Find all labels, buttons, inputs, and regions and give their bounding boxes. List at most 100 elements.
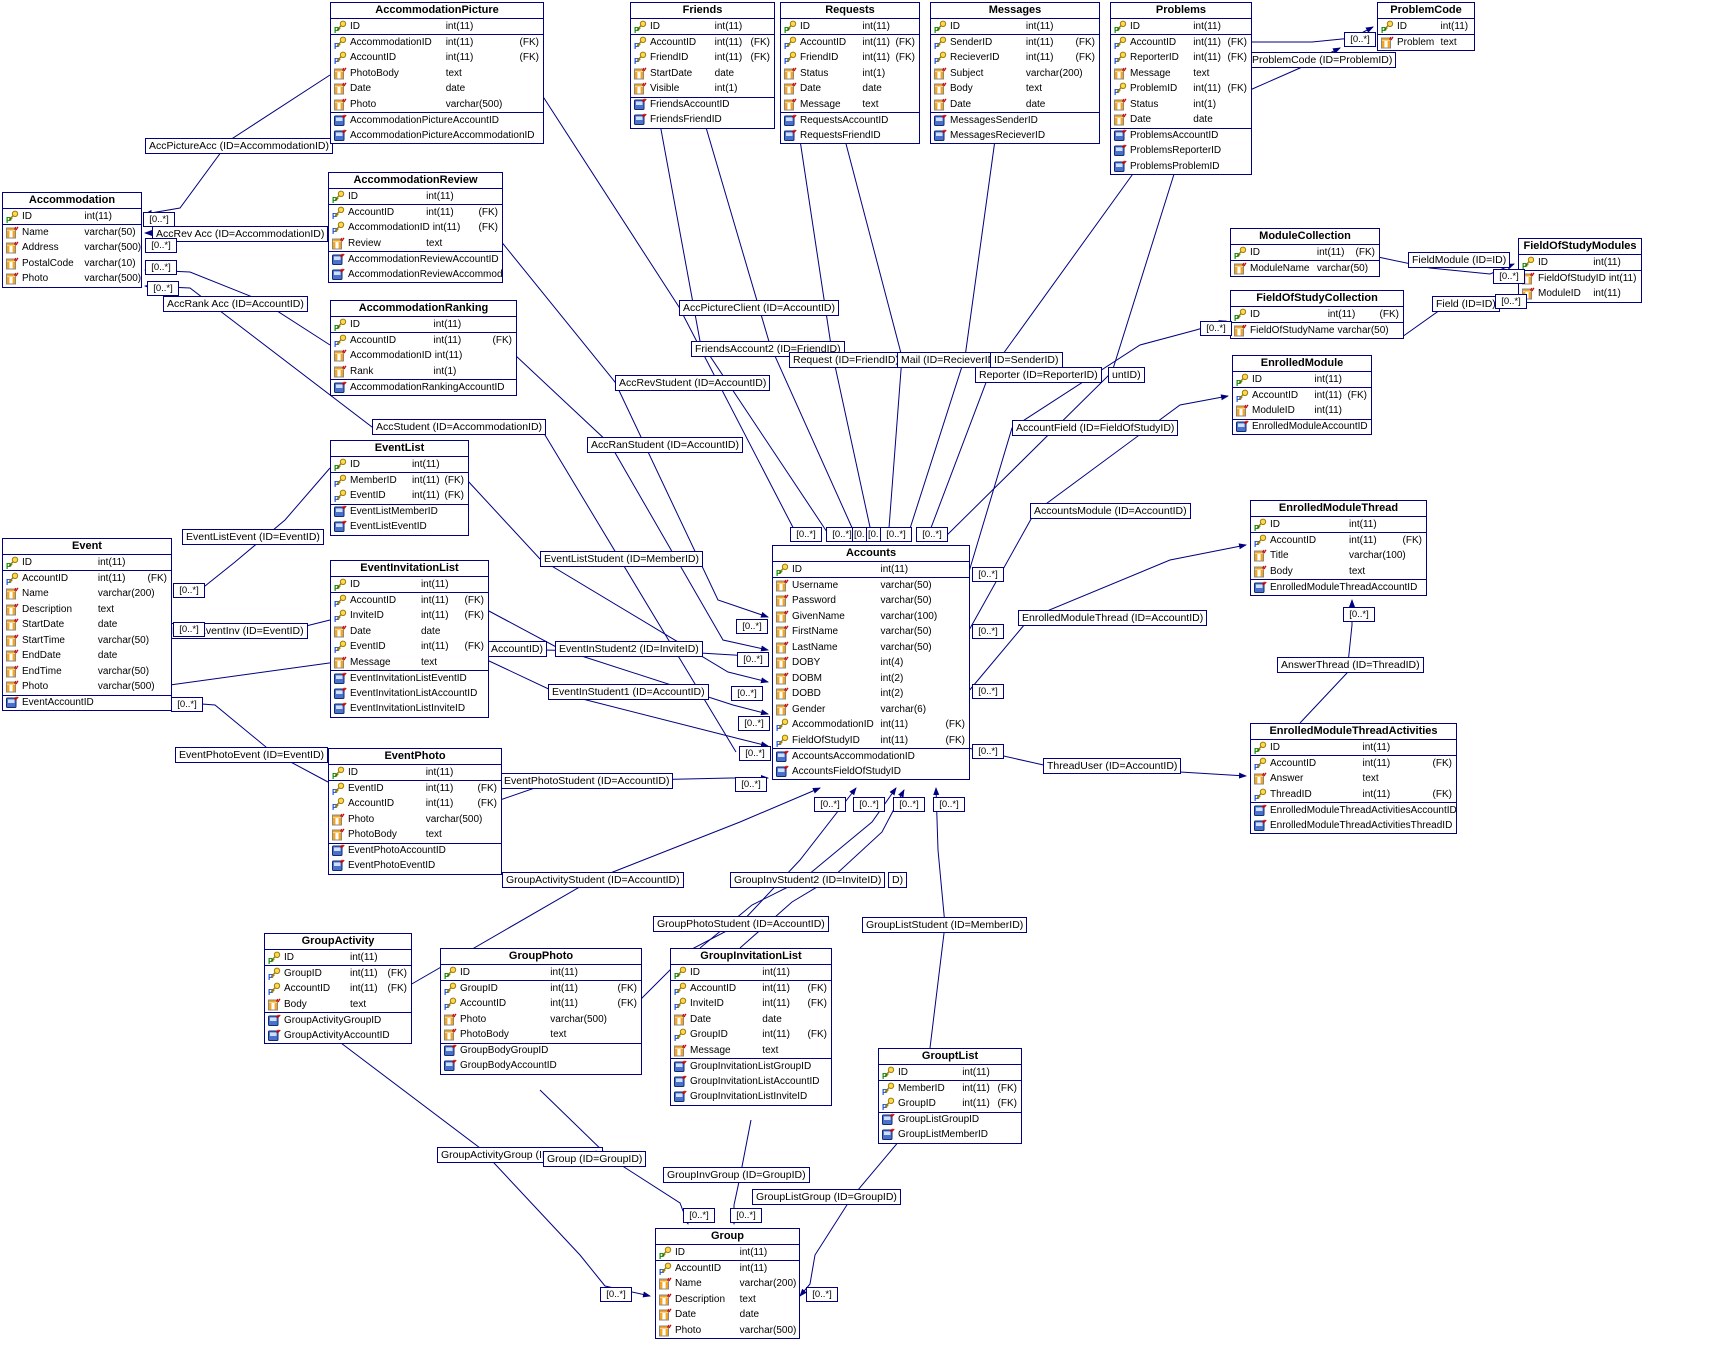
relation-label[interactable]: GroupActivityStudent (ID=AccountID) (502, 872, 684, 888)
index-name: ProblemsProblemID (1130, 160, 1220, 172)
relation-label[interactable]: D) (888, 872, 908, 888)
relation-label[interactable]: Mail (ID=RecieverID) (897, 352, 1003, 368)
relation-label[interactable]: GroupListGroup (ID=GroupID) (752, 1189, 901, 1205)
relation-label[interactable]: EventInStudent1 (ID=AccountID) (548, 684, 709, 700)
index-name: RequestsAccountID (800, 114, 889, 126)
relation-label[interactable]: AccPictureAcc (ID=AccommodationID) (145, 138, 334, 154)
svg-text:F: F (776, 724, 781, 731)
svg-text:P: P (1381, 26, 1387, 33)
column-icon (6, 634, 19, 647)
relation-label[interactable]: GroupListStudent (ID=MemberID) (862, 917, 1028, 933)
relation-label[interactable]: EventPhotoStudent (ID=AccountID) (500, 773, 674, 789)
column-type: int(11) (1316, 246, 1345, 258)
foreign-key-icon: F (1254, 788, 1267, 802)
column-name: Answer (1270, 773, 1304, 785)
column-icon (444, 1013, 457, 1026)
svg-text:F: F (332, 227, 337, 234)
relation-label[interactable]: ProblemCode (ID=ProblemID) (1248, 52, 1397, 68)
relation-label[interactable]: Request (ID=FriendID) (789, 352, 903, 368)
relation-label[interactable]: Reporter (ID=ReporterID) (975, 367, 1102, 383)
relation-label[interactable]: GroupInvGroup (ID=GroupID) (663, 1167, 810, 1183)
svg-text:P: P (6, 562, 12, 569)
relation-label[interactable]: AccStudent (ID=AccommodationID) (372, 419, 547, 435)
column-name: Photo (675, 1324, 702, 1336)
column-type: int(11) (426, 206, 454, 218)
relation-label[interactable]: AccRev Acc (ID=AccommodationID) (152, 226, 329, 242)
column-name: ID (1250, 308, 1260, 320)
column-type: int(11) (1193, 83, 1221, 95)
column-type: int(11) (97, 572, 126, 584)
relation-label[interactable]: EventListEvent (ID=EventID) (182, 529, 324, 545)
column-name: Name (22, 588, 49, 600)
svg-text:F: F (444, 1003, 449, 1010)
relation-label[interactable]: AccRank Acc (ID=AccountID) (163, 296, 308, 312)
column-fk-flag: (FK) (997, 1082, 1017, 1094)
svg-text:F: F (334, 57, 339, 64)
column-name: FriendID (650, 52, 689, 64)
relation-label[interactable]: Field (ID=ID) (1432, 296, 1500, 312)
relation-label[interactable]: AccRevStudent (ID=AccountID) (615, 375, 771, 391)
primary-key-icon: P (334, 578, 347, 592)
column-icon (6, 226, 19, 239)
relation-label[interactable]: untID) (1108, 367, 1145, 383)
relation-label[interactable]: ThreadUser (ID=AccountID) (1043, 758, 1182, 774)
column-icon (6, 665, 19, 678)
relation-label[interactable]: AccountsModule (ID=AccountID) (1030, 503, 1191, 519)
relation-label[interactable]: AccPictureClient (ID=AccountID) (679, 300, 840, 316)
relation-label[interactable]: EventInStudent2 (ID=InviteID) (555, 641, 703, 657)
column-fk-flag: (FK) (464, 610, 484, 622)
index-icon (1114, 144, 1127, 157)
column-icon (334, 98, 347, 111)
svg-text:P: P (444, 972, 450, 979)
relation-label[interactable]: ID=SenderID) (990, 352, 1063, 368)
column-type: int(1) (714, 83, 738, 95)
cardinality-label: [0..*] (736, 619, 768, 634)
relation-label[interactable]: GroupInvStudent2 (ID=InviteID) (730, 872, 886, 888)
column-type: int(11) (1608, 272, 1637, 284)
relation-label[interactable]: EventPhotoEvent (ID=EventID) (175, 747, 329, 763)
relation-label[interactable]: GroupPhotoStudent (ID=AccountID) (653, 916, 829, 932)
relation-label[interactable]: AccRanStudent (ID=AccountID) (587, 437, 743, 453)
column-type: int(11) (739, 1246, 768, 1258)
svg-text:F: F (1254, 763, 1259, 770)
relation-label[interactable]: AccountID) (487, 641, 547, 657)
column-type: int(11) (762, 982, 790, 994)
relation-label[interactable]: FieldModule (ID=ID) (1408, 252, 1511, 268)
relation-label[interactable]: AccountField (ID=FieldOfStudyID) (1012, 420, 1179, 436)
column-type: int(11) (420, 641, 449, 653)
relation-label[interactable]: EnrolledModuleThread (ID=AccountID) (1018, 610, 1208, 626)
relation-label[interactable]: EventListStudent (ID=MemberID) (540, 551, 703, 567)
relation-label[interactable]: AnswerThread (ID=ThreadID) (1277, 657, 1424, 673)
foreign-key-icon: F (1114, 51, 1127, 66)
relation-label[interactable]: Group (ID=GroupID) (543, 1151, 647, 1167)
